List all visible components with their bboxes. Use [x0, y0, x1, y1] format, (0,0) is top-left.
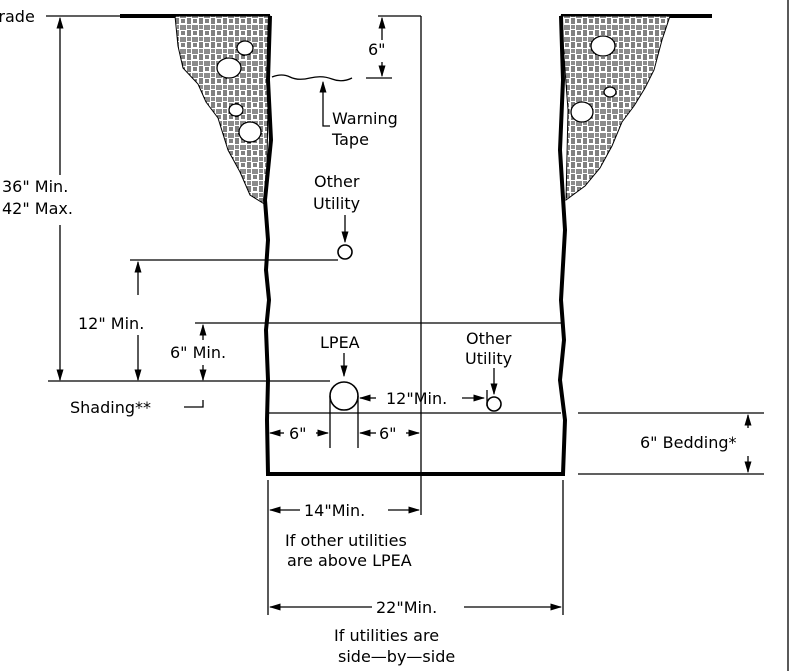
sep-12-min-label: 12" Min.	[78, 314, 144, 333]
lpea-label: LPEA	[320, 333, 360, 352]
warning-tape-leader	[319, 80, 330, 127]
trench-wall-right	[558, 15, 567, 475]
rock-left-4	[238, 121, 262, 143]
six-right-label: 6"	[379, 424, 397, 443]
other-utility-side-label-1: Other	[466, 329, 512, 348]
other-utility-top-label-1: Other	[314, 172, 360, 191]
note-22-line-1: If utilities are	[334, 626, 439, 645]
cover-max-label: 42" Max.	[2, 199, 73, 218]
shading-label: Shading**	[70, 398, 151, 417]
warning-tape	[271, 74, 353, 82]
grade-label: Grade	[0, 7, 35, 26]
soil-hatch-left	[174, 15, 271, 206]
width-14-label: 14"Min.	[304, 501, 365, 520]
rock-left-1	[216, 57, 242, 79]
rock-right-2	[570, 101, 594, 123]
rock-right-1	[590, 35, 616, 57]
six-left-label: 6"	[289, 424, 307, 443]
width-22-label: 22"Min.	[376, 598, 437, 617]
note-14-line-1: If other utilities	[285, 531, 407, 550]
warning-tape-label-1: Warning	[332, 109, 398, 128]
lpea-pipe	[329, 381, 359, 411]
other-utility-top-label-2: Utility	[313, 194, 360, 213]
trench-wall-left	[263, 15, 273, 475]
bedding-label: 6" Bedding*	[640, 433, 737, 452]
cover-min-label: 36" Min.	[2, 177, 68, 196]
other-utility-top-pipe	[337, 244, 353, 260]
note-14-line-2: are above LPEA	[287, 551, 412, 570]
side-12-min-label: 12"Min.	[386, 389, 447, 408]
sep-6-min-label: 6" Min.	[170, 343, 226, 362]
shading-leader	[184, 400, 204, 408]
rock-left-3	[228, 103, 244, 117]
rock-left-2	[236, 40, 254, 56]
other-utility-side-label-2: Utility	[465, 349, 512, 368]
other-utility-side-pipe	[486, 396, 502, 412]
soil-hatch-right	[560, 15, 671, 202]
rock-right-3	[603, 86, 617, 98]
note-22-line-2: side—by—side	[338, 647, 455, 666]
dim-6-top-label: 6"	[368, 40, 386, 59]
warning-tape-label-2: Tape	[331, 130, 369, 149]
